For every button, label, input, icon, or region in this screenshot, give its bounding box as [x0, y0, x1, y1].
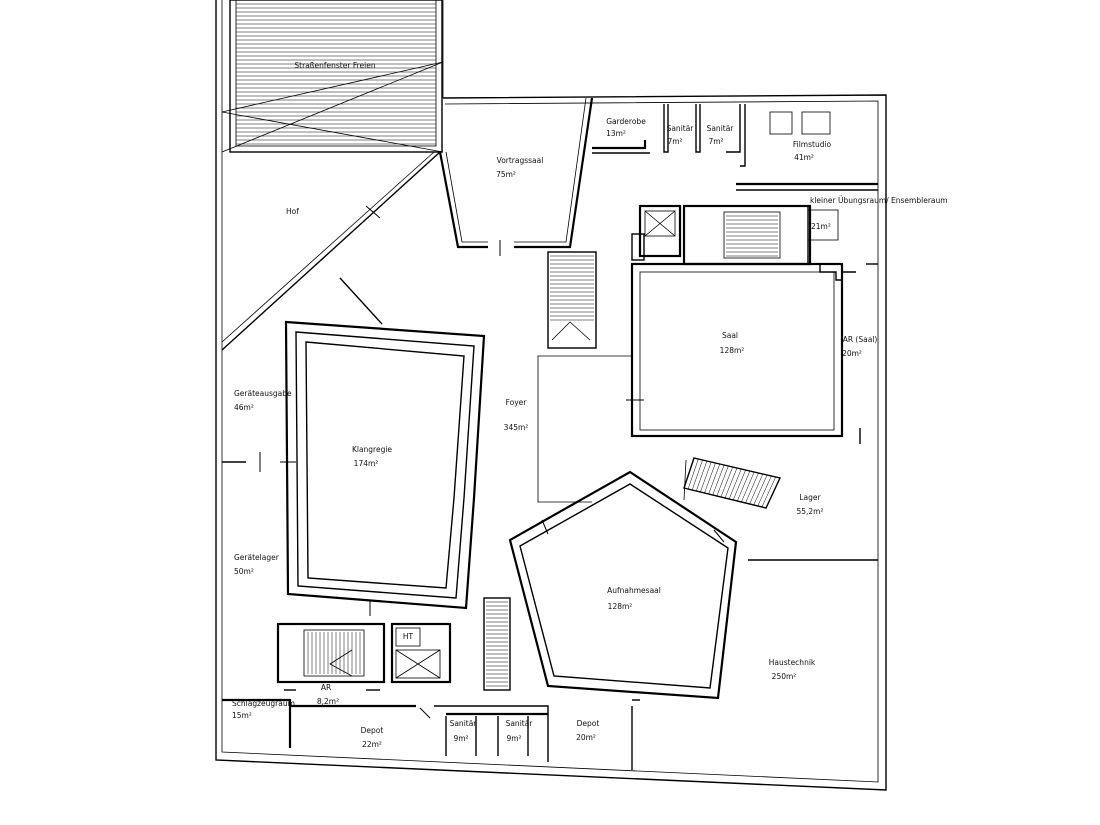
stair-tread	[732, 469, 746, 501]
area-sanitaer-3: 9m²	[453, 734, 468, 743]
label-sanitaer-3: Sanitär	[450, 719, 478, 728]
label-haustechnik: Haustechnik	[769, 658, 816, 667]
area-foyer: 345m²	[504, 423, 529, 432]
label-schlagzeugraum: Schlagzeugraum	[232, 699, 295, 708]
area-garderobe: 13m²	[606, 129, 626, 138]
label-foyer: Foyer	[506, 398, 528, 407]
stair-tread	[704, 462, 716, 494]
area-haustechnik: 250m²	[772, 672, 797, 681]
label-depot-2: Depot	[577, 719, 600, 728]
label-geraeteausgabe: Geräteausgabe	[234, 389, 292, 398]
label-sanitaer-4: Sanitär	[506, 719, 534, 728]
stair-tread	[757, 475, 772, 507]
label-aufnahmesaal: Aufnahmesaal	[607, 586, 661, 595]
saal-walls	[626, 262, 878, 444]
stair-core-upper	[631, 204, 856, 281]
aufnahmesaal-walls	[508, 470, 738, 700]
label-lager: Lager	[799, 493, 821, 502]
area-saal: 128m²	[720, 346, 745, 355]
area-ar: 8,2m²	[317, 697, 339, 706]
hof-diagonal	[221, 151, 441, 351]
area-sanitaer-1: 7m²	[667, 137, 682, 146]
label-hof: Hof	[286, 207, 299, 216]
stair-tread	[753, 474, 768, 506]
label-strassenbahn: Straßenfenster Freien	[294, 61, 375, 70]
label-filmstudio: Filmstudio	[793, 140, 832, 149]
stair-tread	[741, 471, 755, 503]
area-sanitaer-4: 9m²	[506, 734, 521, 743]
stair-core-lower	[276, 597, 511, 691]
haustechnik-walls	[631, 559, 878, 770]
stair-tread	[765, 477, 781, 509]
stair-tread	[761, 476, 776, 508]
area-lager: 55,2m²	[796, 507, 823, 516]
label-uebungsraum: kleiner Übungsraum/ Ensembleraum	[810, 196, 948, 205]
label-klangregie: Klangregie	[352, 445, 392, 454]
corridor-walls	[736, 182, 878, 191]
outer-walls	[215, 0, 887, 791]
label-ht: HT	[403, 632, 414, 641]
stair-tread	[683, 457, 695, 489]
stair-tread	[716, 465, 729, 497]
area-sanitaer-2: 7m²	[708, 137, 723, 146]
stair-tread	[691, 459, 703, 491]
stair-tread	[749, 473, 764, 505]
area-ar-saal: 20m²	[842, 349, 862, 358]
label-ar: AR	[321, 683, 331, 692]
lager-stair	[683, 457, 781, 509]
klangregie-walls	[222, 320, 486, 616]
area-aufnahmesaal: 128m²	[608, 602, 633, 611]
vortragssaal-walls	[438, 97, 650, 256]
area-depot-2: 20m²	[576, 733, 596, 742]
room-labels: Straßenfenster Freien Hof Vortragssaal 7…	[232, 61, 948, 749]
area-klangregie: 174m²	[354, 459, 379, 468]
label-ar-saal: AR (Saal)	[843, 335, 878, 344]
label-garderobe: Garderobe	[606, 117, 646, 126]
stair-tread	[687, 458, 699, 490]
area-schlagzeugraum: 15m²	[232, 711, 252, 720]
label-geraetelager: Gerätelager	[234, 553, 280, 562]
bottom-rooms	[222, 689, 549, 762]
area-uebungsraum: 21m²	[811, 222, 831, 231]
label-saal: Saal	[722, 331, 738, 340]
label-depot-1: Depot	[361, 726, 384, 735]
area-geraeteausgabe: 46m²	[234, 403, 254, 412]
area-vortragssaal: 75m²	[496, 170, 516, 179]
stair-tread	[720, 466, 733, 498]
sanitaer-top	[663, 104, 831, 167]
stair-tread	[700, 461, 712, 493]
stair-tread	[724, 467, 738, 499]
stair-tread	[712, 464, 725, 496]
label-sanitaer-1: Sanitär	[667, 124, 695, 133]
stair-tread	[737, 470, 751, 502]
label-vortragssaal: Vortragssaal	[497, 156, 544, 165]
area-depot-1: 22m²	[362, 740, 382, 749]
central-stair	[547, 251, 597, 349]
area-geraetelager: 50m²	[234, 567, 254, 576]
outdoor-stair	[221, 0, 444, 153]
stair-tread	[708, 463, 721, 495]
stair-tread	[728, 468, 742, 500]
label-sanitaer-2: Sanitär	[707, 124, 735, 133]
foyer-area	[537, 355, 632, 503]
stair-tread	[745, 472, 759, 504]
stair-tread	[696, 460, 708, 492]
area-filmstudio: 41m²	[794, 153, 814, 162]
